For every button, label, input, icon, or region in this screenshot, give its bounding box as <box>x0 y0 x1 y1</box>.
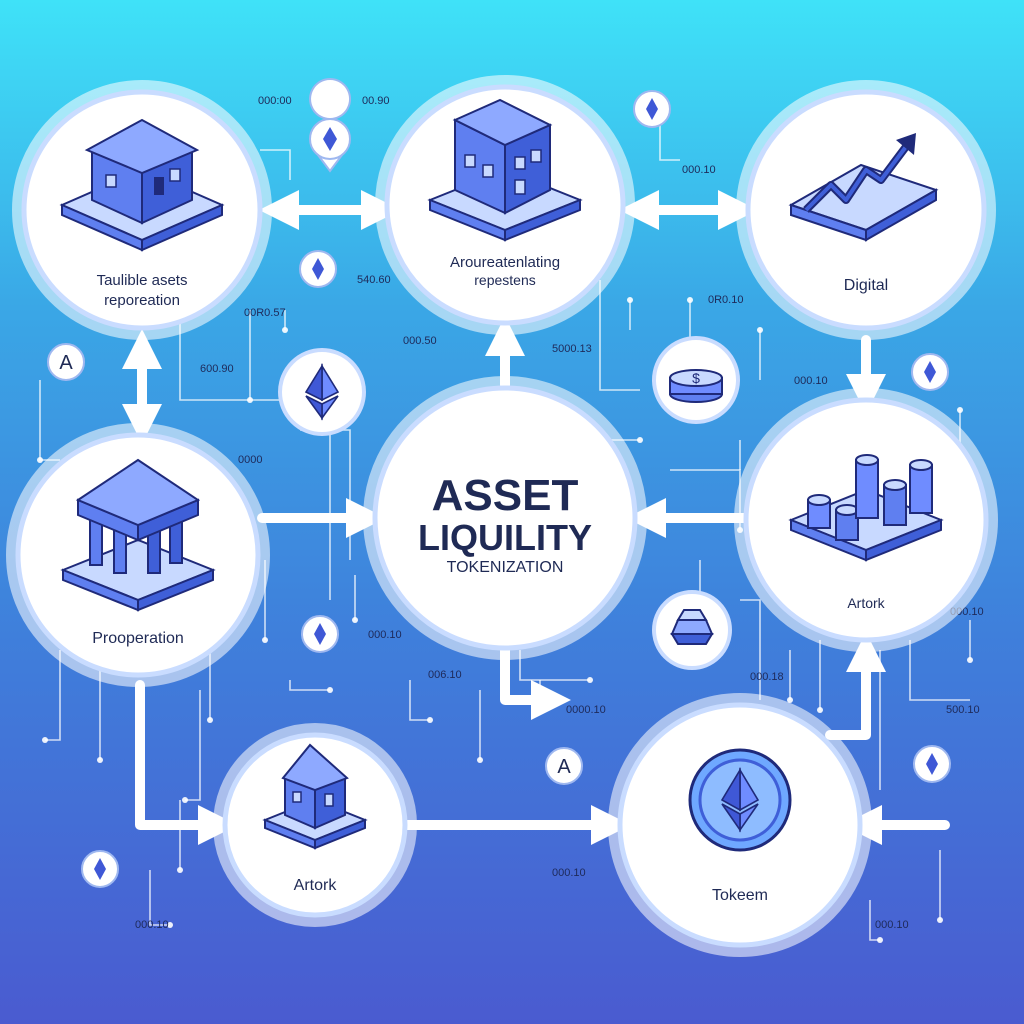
arrow-property-artwork <box>135 680 238 845</box>
number-label: 000.10 <box>682 164 716 176</box>
ethereum-pin-icon <box>913 745 951 783</box>
number-label: 0000.10 <box>566 704 606 716</box>
small-house-icon <box>262 743 368 850</box>
ethereum-pin-icon <box>301 615 339 653</box>
building-icon <box>427 98 583 242</box>
ethereum-icon <box>304 363 340 421</box>
flow-arrows <box>122 190 950 845</box>
node-representing[interactable]: Aroureatenlating repestens <box>375 75 635 335</box>
pin-letter: A <box>557 756 571 778</box>
number-label: 000.50 <box>403 335 437 347</box>
house-icon <box>59 118 225 252</box>
number-label: 5000.13 <box>552 343 592 355</box>
number-label: 006.10 <box>428 669 462 681</box>
mini-node-coins: $ <box>652 336 740 424</box>
arrow-center-token <box>500 640 571 720</box>
number-label: 000.18 <box>750 671 784 683</box>
node-token[interactable]: Tokeem <box>608 693 872 957</box>
center-title-line2: LIQUILITY <box>418 517 592 558</box>
number-label: 600.90 <box>200 363 234 375</box>
node-label-line1: Digital <box>844 277 888 294</box>
node-artwork-bottom[interactable]: Artork <box>213 723 417 927</box>
number-label: 0000 <box>238 454 262 466</box>
coin-stack-icon: $ <box>669 369 723 403</box>
node-property[interactable]: Prooperation <box>6 423 270 687</box>
number-label: 000.10 <box>875 919 909 931</box>
pins: A A <box>47 78 951 888</box>
number-label: 0R0.10 <box>708 294 743 306</box>
number-label: 000.10 <box>135 919 169 931</box>
node-label-line2: reporeation <box>104 292 180 309</box>
node-label-line1: Prooperation <box>92 630 184 647</box>
svg-text:$: $ <box>692 370 700 386</box>
arrow-token-artwork <box>825 632 886 740</box>
node-center-asset-liquidity[interactable]: ASSET LIQUILITY TOKENIZATION <box>363 376 647 660</box>
trend-chart-icon <box>788 133 939 242</box>
number-label: 000:00 <box>258 95 292 107</box>
number-label: 00R0.57 <box>244 307 286 319</box>
number-label: 000.10 <box>794 375 828 387</box>
node-label-line1: Artork <box>294 877 338 894</box>
node-digital[interactable]: Digital <box>736 80 996 340</box>
number-label: 000.10 <box>552 867 586 879</box>
number-labels: 000:00 00.90 000.10 540.60 00R0.57 600.9… <box>135 95 984 931</box>
number-label: 540.60 <box>357 274 391 286</box>
node-artwork-right[interactable]: Artork <box>734 388 998 652</box>
center-subtitle: TOKENIZATION <box>447 559 564 576</box>
node-label-line1: Artork <box>847 595 885 611</box>
ethereum-pin-icon <box>911 353 949 391</box>
ethereum-token-icon <box>688 748 792 852</box>
coin-stack-icon <box>788 454 944 562</box>
pin-letter: A <box>59 352 73 374</box>
ethereum-pin-icon <box>81 850 119 888</box>
bank-icon <box>60 458 216 612</box>
letter-pin-icon: A <box>545 747 583 785</box>
node-tangible-assets[interactable]: Taulible asets reporeation <box>12 80 272 340</box>
ethereum-pin-icon <box>633 90 671 128</box>
node-label-line1: Tokeem <box>712 887 768 904</box>
ethereum-pin-icon <box>299 250 337 288</box>
number-label: 500.10 <box>946 704 980 716</box>
node-label-line1: Taulible asets <box>97 272 188 289</box>
node-label-line1: Aroureatenlating <box>450 254 560 271</box>
number-label: 00.90 <box>362 95 390 107</box>
letter-pin-icon: A <box>47 343 85 381</box>
node-label-line2: repestens <box>474 272 535 288</box>
ethereum-pin-icon <box>309 78 351 173</box>
center-title-line1: ASSET <box>432 471 579 520</box>
mini-node-gem <box>652 590 732 670</box>
mini-node-ethereum <box>278 348 366 436</box>
number-label: 000.10 <box>368 629 402 641</box>
gem-icon <box>670 609 714 645</box>
